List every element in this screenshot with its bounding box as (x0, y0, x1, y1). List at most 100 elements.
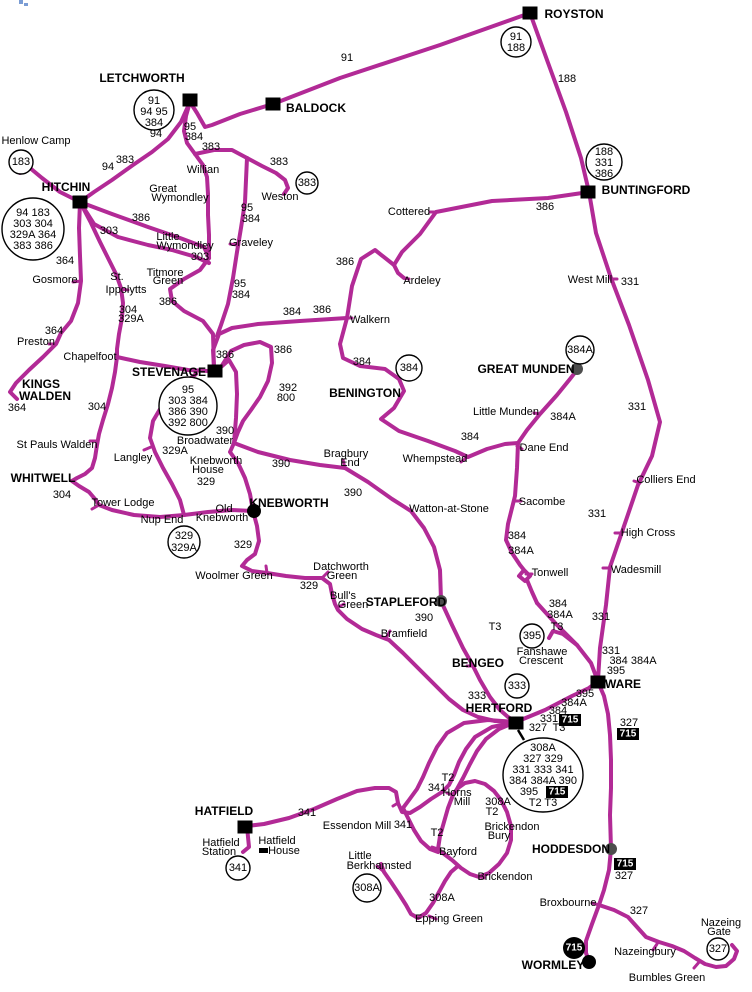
route-number-384a: 384A (561, 697, 587, 709)
tick-graveley (228, 242, 239, 247)
place-label-ardeley: Ardeley (403, 275, 441, 287)
place-label-gosmore: Gosmore (32, 274, 77, 286)
route-number-329: 329 (175, 530, 193, 542)
hertford-badge-leader (516, 729, 526, 741)
route-number-t2: T2 (431, 827, 444, 839)
place-label-green: Green (153, 275, 184, 287)
route-number-329: 329 (197, 476, 215, 488)
place-label-broxbourne: Broxbourne (540, 897, 597, 909)
route-number-304: 304 (119, 304, 137, 316)
place-label-tower-lodge: Tower Lodge (92, 497, 155, 509)
route-384a-dane-end-great-munden (516, 368, 579, 445)
route-number-327: 327 (709, 943, 727, 955)
route-number-384: 384 (185, 131, 203, 143)
route-number-327: 327 (529, 722, 547, 734)
route-number-303-304: 303 304 (13, 218, 53, 230)
corner-artifact-1 (19, 0, 23, 4)
route-number-91: 91 (510, 31, 522, 43)
place-label-west-mill: West Mill (568, 274, 612, 286)
route-386-hitchin-great-wymondley (78, 200, 211, 260)
route-number-95: 95 (234, 278, 246, 290)
town-label-wormley: WORMLEY (522, 958, 585, 972)
route-number-94-183: 94 183 (16, 207, 50, 219)
route-number-386-390: 386 390 (168, 406, 208, 418)
place-label-bragbury: Bragbury (324, 448, 369, 460)
place-label-house: House (268, 845, 300, 857)
route-303-hitchin-little-wymondley (78, 200, 211, 265)
route-number-392: 392 (279, 382, 297, 394)
route-number-t2: T2 (442, 772, 455, 784)
tick-bayford (430, 845, 440, 851)
route-number-308a: 308A (530, 742, 556, 754)
route-t2-brickendon-loop (436, 779, 513, 879)
route-number-188: 188 (558, 73, 576, 85)
route-364-hitchin-kings-walden (8, 200, 83, 401)
place-label-walkern: Walkern (350, 314, 390, 326)
route-number-341: 341 (298, 807, 316, 819)
town-label-hoddesdon: HODDESDON (532, 842, 610, 856)
tick-brickendon (475, 874, 486, 880)
route-331-buntingford-ware (587, 190, 662, 682)
route-badge-wormley-routes (563, 937, 585, 959)
route-number-386: 386 (595, 168, 613, 180)
stop-marker-stapleford (435, 595, 447, 607)
route-badge-label-wormley-routes: 715 (566, 943, 583, 954)
route-number-384: 384 (549, 598, 567, 610)
route-number-384: 384 (461, 431, 479, 443)
place-label-nazeingbury: Nazeingbury (614, 946, 676, 958)
town-label-walden: WALDEN (19, 389, 71, 403)
stop-marker-great-munden (571, 363, 583, 375)
route-number-384-384a-390: 384 384A 390 (509, 775, 577, 787)
place-label-st-pauls-walden: St Pauls Walden (17, 439, 98, 451)
route-number-331: 331 (540, 713, 558, 725)
route-number-386: 386 (336, 256, 354, 268)
route-390-broadwater-bragbury (232, 441, 347, 470)
route-number-384a: 384A (508, 545, 534, 557)
place-label-little: Little (156, 231, 179, 243)
tick-bramfield (384, 629, 392, 640)
route-badge-stevenage-routes (158, 376, 218, 436)
place-label-wymondley: Wymondley (151, 192, 209, 204)
route-number-303-384: 303 384 (168, 395, 208, 407)
inverse-route-badge-label: 715 (562, 715, 579, 726)
route-number-329a: 329A (162, 445, 188, 457)
route-number-384a: 384A (547, 609, 573, 621)
place-label-broadwater: Broadwater (177, 435, 234, 447)
route-badge-knebworth-routes (167, 525, 201, 559)
route-badge-fanshawe-routes (519, 623, 545, 649)
route-number-395: 395 (520, 786, 538, 798)
route-number-341: 341 (229, 862, 247, 874)
route-384-walkern-benington-dane-end (338, 316, 520, 459)
route-badge-letchworth-routes (133, 89, 175, 131)
place-label-st: St. (110, 271, 123, 283)
route-number-95: 95 (241, 202, 253, 214)
route-number-383: 383 (202, 141, 220, 153)
route-number-94: 94 (150, 128, 162, 140)
tick-bumbles-green (692, 959, 702, 970)
place-label-horns: Horns (442, 787, 472, 799)
station-marker-stevenage (207, 364, 223, 378)
place-label-bury: Bury (488, 830, 511, 842)
route-number-390: 390 (344, 487, 362, 499)
route-number-331: 331 (588, 508, 606, 520)
route-number-329a: 329A (118, 313, 144, 325)
route-number-384: 384 (508, 530, 526, 542)
route-badge-bengeo-routes (504, 673, 530, 699)
town-label-bengeo: BENGEO (452, 656, 504, 670)
route-badge-hitchin-routes (1, 197, 65, 261)
place-label-preston: Preston (17, 336, 55, 348)
place-label-colliers-end: Colliers End (636, 474, 695, 486)
route-386-buntingford-cottered-ardeley (392, 190, 591, 280)
place-label-ippolytts: Ippolytts (106, 284, 147, 296)
place-label-woolmer-green: Woolmer Green (195, 570, 272, 582)
place-label-little-munden: Little Munden (473, 406, 539, 418)
tick-tower-lodge (90, 503, 101, 511)
town-label-hatfield: HATFIELD (195, 804, 254, 818)
route-number-364: 364 (45, 325, 63, 337)
route-t2-bayford-connector (401, 806, 440, 854)
station-marker-hitchin (72, 195, 88, 209)
route-number-327: 327 (630, 905, 648, 917)
place-label-great: Great (149, 183, 177, 195)
hatfield-house-icon (259, 848, 268, 853)
route-number-331: 331 (592, 611, 610, 623)
